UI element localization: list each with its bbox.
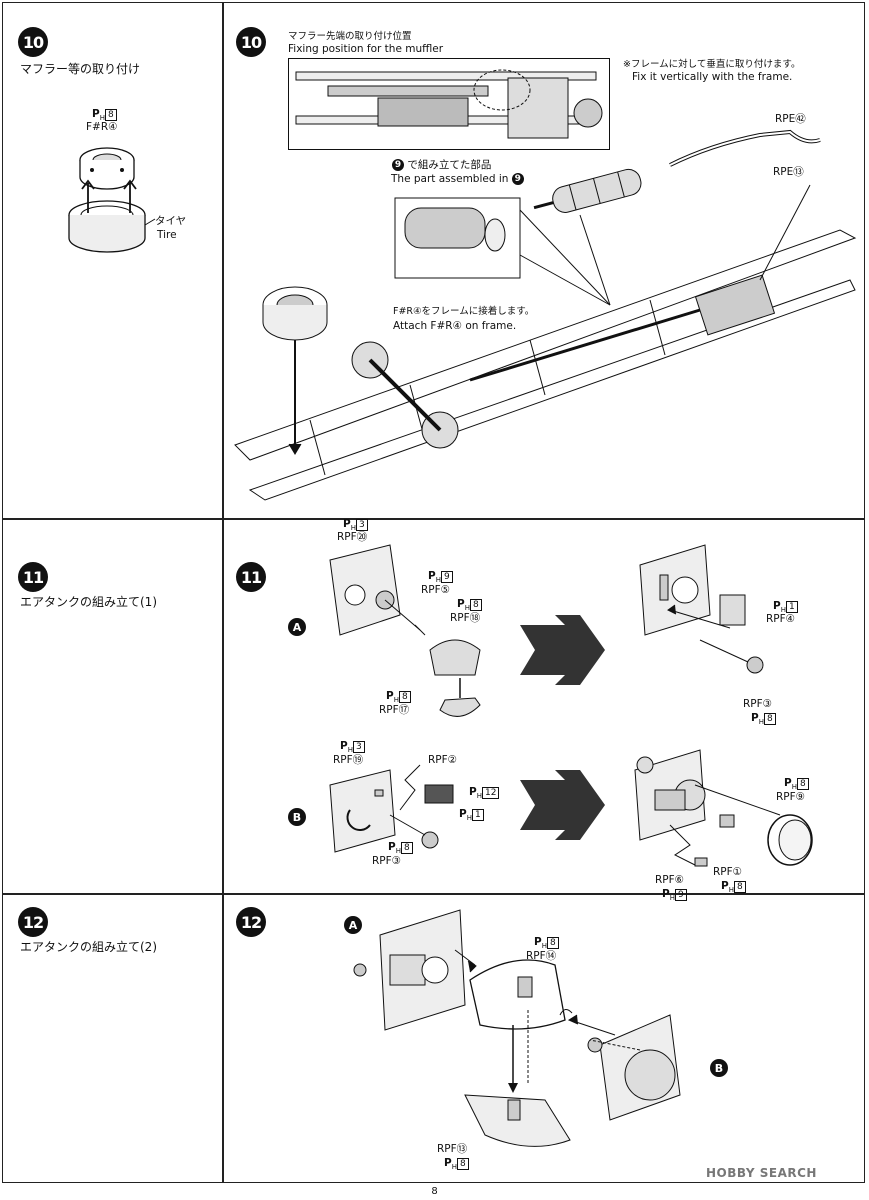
step-10-number-right: 10: [236, 27, 266, 57]
step-12-number-right: 12: [236, 907, 266, 937]
b-rpf2-label: RPF②: [428, 754, 458, 766]
b-rpf3-label: RPF③: [372, 855, 402, 867]
subassembly-b-illustration: [329, 749, 813, 867]
step-divider-11-12: [2, 893, 865, 895]
vertical-note-jp: ※フレームに対して垂直に取り付けます。: [623, 59, 801, 70]
tire-label-en: Tire: [157, 229, 177, 241]
b-rpf9-label: RPF⑨: [776, 791, 806, 803]
muffler-position-header-en: Fixing position for the muffler: [288, 43, 444, 55]
a-rpf17-label: RPF⑰: [379, 704, 410, 716]
step-12-title: エアタンクの組み立て(2): [20, 940, 157, 954]
step-11-number-left: 11: [18, 562, 48, 592]
column-divider: [222, 2, 224, 1183]
part-fr4-label: F#R④: [86, 121, 118, 133]
a-rpf20-label: RPF⑳: [337, 531, 368, 543]
muffler-position-inset: [288, 58, 610, 150]
a-rpf5-label: RPF⑤: [421, 584, 451, 596]
assembled-part-en: The part assembled in 9: [391, 173, 524, 186]
step-divider-10-11: [2, 518, 865, 520]
subassembly-a-tag: A: [288, 618, 306, 636]
step-12-tag-b: B: [710, 1059, 728, 1077]
a-rpf18-label: RPF⑱: [450, 612, 481, 624]
part-rpe62-label: RPE㊷: [775, 113, 806, 125]
subassembly-a-illustration: [329, 544, 764, 717]
page-number: 8: [431, 1186, 438, 1197]
page-frame: [2, 2, 865, 1183]
subassembly-b-tag: B: [288, 808, 306, 826]
step-12-tag-a: A: [344, 916, 362, 934]
attach-note-jp: F#R④をフレームに接着します。: [393, 306, 535, 317]
tire-label-jp: タイヤ: [155, 215, 187, 227]
s12-rpf14-label: RPF⑭: [526, 950, 557, 962]
b-rpf1-label: RPF①: [713, 866, 743, 878]
muffler-position-header-jp: マフラー先端の取り付け位置: [288, 31, 412, 42]
s12-rpf13-label: RPF⑬: [437, 1143, 468, 1155]
b-rpf6-label: RPF⑥: [655, 874, 685, 886]
step-11-title: エアタンクの組み立て(1): [20, 595, 157, 609]
wheel-tire-illustration: [68, 147, 156, 253]
attach-note-en: Attach F#R④ on frame.: [393, 320, 517, 332]
step-12-number-left: 12: [18, 907, 48, 937]
chassis-muffler-illustration: [234, 129, 857, 501]
step-10-title: マフラー等の取り付け: [20, 62, 141, 76]
b-rpf19-label: RPF⑲: [333, 754, 364, 766]
step-11-number-right: 11: [236, 562, 266, 592]
watermark: HOBBY SEARCH: [706, 1166, 817, 1180]
assembled-part-jp: 9 で組み立てた部品: [392, 159, 491, 172]
a-rpf3-label: RPF③: [743, 698, 773, 710]
air-tank-assembly-illustration: [353, 909, 681, 1147]
step-10-number-left: 10: [18, 27, 48, 57]
a-rpf4-label: RPF④: [766, 613, 796, 625]
vertical-note-en: Fix it vertically with the frame.: [632, 71, 793, 83]
part-rpe13-label: RPE⑬: [773, 166, 804, 178]
